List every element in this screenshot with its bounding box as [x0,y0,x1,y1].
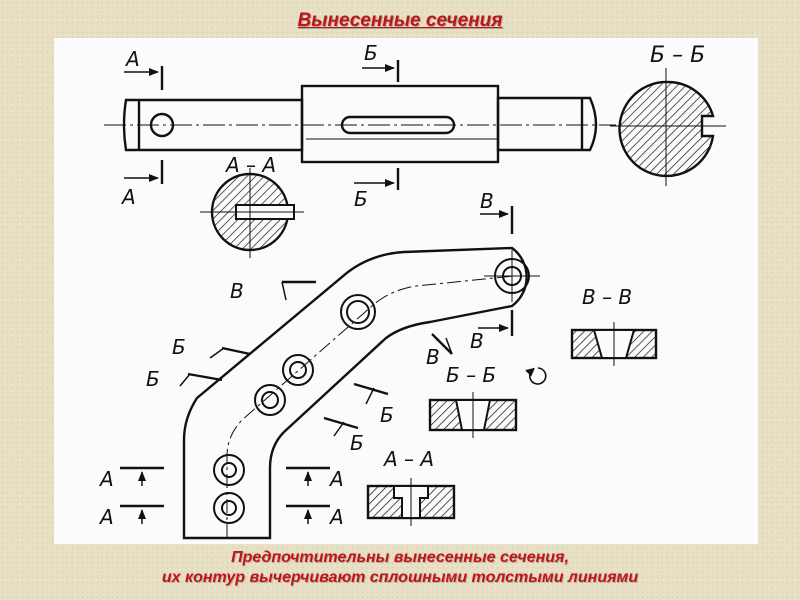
section-b-b-lever [428,392,518,438]
label-section-v-v: В – В [582,285,632,309]
label-a-lever-4: А [328,505,344,529]
rotation-icon [525,367,547,385]
label-a-bottom: А [120,185,136,209]
cut-plane-v [281,206,514,355]
slide-title: Вынесенные сечения [297,10,503,31]
label-b-lever-1: Б [172,335,186,359]
slide-caption: Предпочтительны вынесенные сечения, их к… [0,548,800,588]
label-b-lever-4: Б [350,431,364,455]
cut-plane-b-shaft [354,60,400,190]
section-v-v [570,322,658,366]
label-section-b-b: Б – Б [650,43,705,68]
section-a-a [200,168,304,258]
label-a-lever-1: А [98,467,114,491]
label-v-top: В [480,189,494,213]
label-section-b-b-lever: Б – Б [446,363,496,387]
label-b-top: Б [364,41,378,65]
label-v-left: В [230,279,244,303]
cut-plane-a-lever [120,466,330,524]
label-b-lever-3: Б [380,403,394,427]
cut-plane-b-lever [179,346,389,437]
label-b-lever-2: Б [146,367,160,391]
cut-plane-a-shaft [124,66,164,184]
label-v-right: В [426,345,440,369]
label-section-a-a-lever: А – А [382,447,434,471]
drawing-svg: А А Б Б Б – Б А – А [98,41,726,540]
label-a-lever-2: А [98,505,114,529]
label-a-lever-3: А [328,467,344,491]
technical-drawing: А А Б Б Б – Б А – А [54,38,758,544]
label-b-bottom: Б [354,187,368,211]
section-a-a-lever [366,478,456,526]
caption-line-1: Предпочтительны вынесенные сечения, [231,549,569,566]
bent-lever [182,246,540,540]
label-v-bottom: В [470,329,484,353]
shaft [122,84,598,164]
label-a-top: А [124,47,140,71]
caption-line-2: их контур вычерчивают сплошными толстыми… [161,569,639,586]
section-b-b [610,68,726,186]
